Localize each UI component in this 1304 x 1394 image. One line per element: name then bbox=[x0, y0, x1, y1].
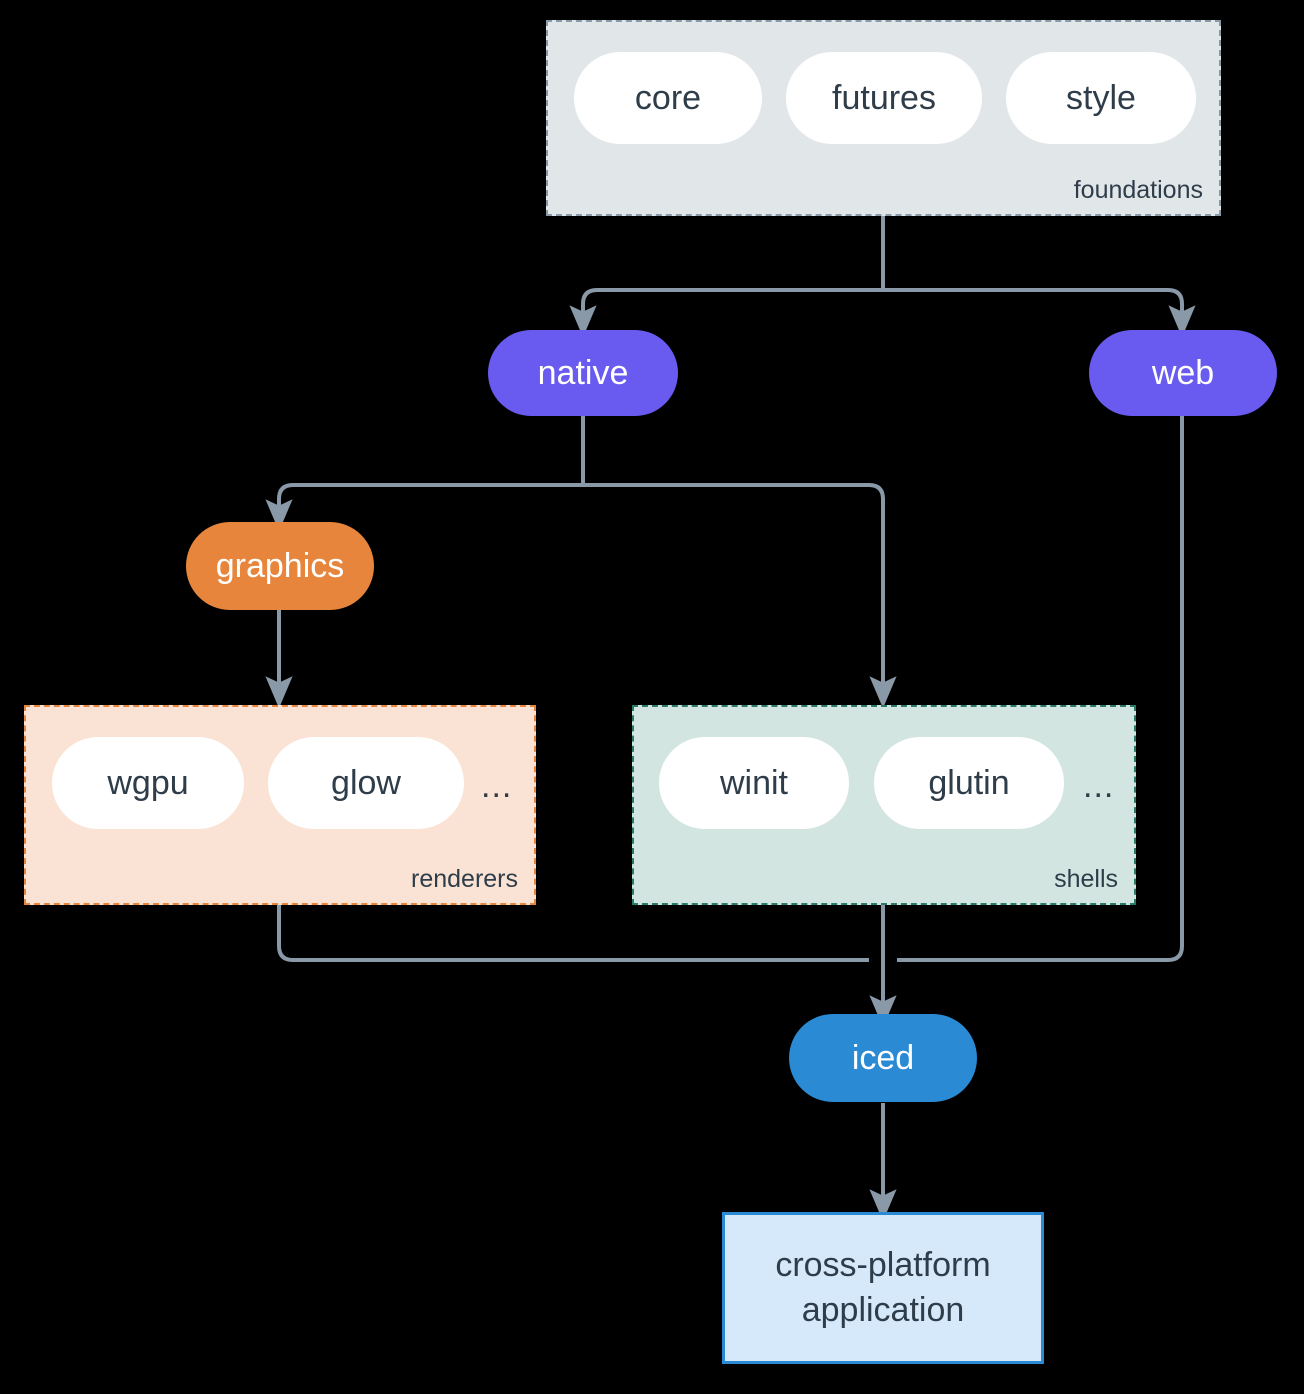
chip-futures-label: futures bbox=[832, 78, 936, 117]
edge-native-graphics bbox=[265, 483, 583, 532]
node-graphics[interactable]: graphics bbox=[186, 522, 374, 610]
node-iced-label: iced bbox=[851, 1038, 915, 1077]
chip-wgpu-label: wgpu bbox=[107, 763, 189, 802]
group-shells-label: shells bbox=[1054, 865, 1118, 893]
chip-glutin-label: glutin bbox=[928, 763, 1010, 802]
shells-ellipsis: ... bbox=[1083, 767, 1115, 805]
chip-glutin[interactable]: glutin bbox=[874, 737, 1064, 829]
node-graphics-label: graphics bbox=[215, 546, 345, 585]
node-native[interactable]: native bbox=[488, 330, 678, 416]
edge-renderers-iced bbox=[277, 905, 869, 962]
edge-foundations-native bbox=[569, 288, 883, 338]
group-renderers: wgpu glow ... renderers bbox=[24, 705, 536, 905]
group-shells: winit glutin ... shells bbox=[632, 705, 1136, 905]
chip-glow-label: glow bbox=[331, 763, 401, 802]
chip-core-label: core bbox=[634, 78, 702, 117]
node-native-label: native bbox=[537, 353, 629, 392]
chip-winit-label: winit bbox=[719, 763, 789, 802]
edge-foundations-web bbox=[883, 288, 1196, 338]
edge-native-shells bbox=[583, 483, 897, 709]
node-web-label: web bbox=[1151, 353, 1215, 392]
node-web[interactable]: web bbox=[1089, 330, 1277, 416]
chip-winit[interactable]: winit bbox=[659, 737, 849, 829]
application-label-line2: application bbox=[801, 1291, 965, 1329]
group-foundations: core futures style foundations bbox=[546, 20, 1221, 216]
node-application[interactable]: cross-platform application bbox=[722, 1212, 1044, 1364]
chip-core[interactable]: core bbox=[574, 52, 762, 144]
chip-wgpu[interactable]: wgpu bbox=[52, 737, 244, 829]
chip-style[interactable]: style bbox=[1006, 52, 1196, 144]
chip-glow[interactable]: glow bbox=[268, 737, 464, 829]
chip-futures[interactable]: futures bbox=[786, 52, 982, 144]
application-label-line1: cross-platform bbox=[775, 1246, 991, 1285]
group-renderers-label: renderers bbox=[411, 865, 518, 893]
chip-style-label: style bbox=[1066, 78, 1136, 117]
renderers-ellipsis: ... bbox=[481, 767, 513, 805]
group-foundations-label: foundations bbox=[1073, 176, 1203, 204]
node-iced[interactable]: iced bbox=[789, 1014, 977, 1102]
